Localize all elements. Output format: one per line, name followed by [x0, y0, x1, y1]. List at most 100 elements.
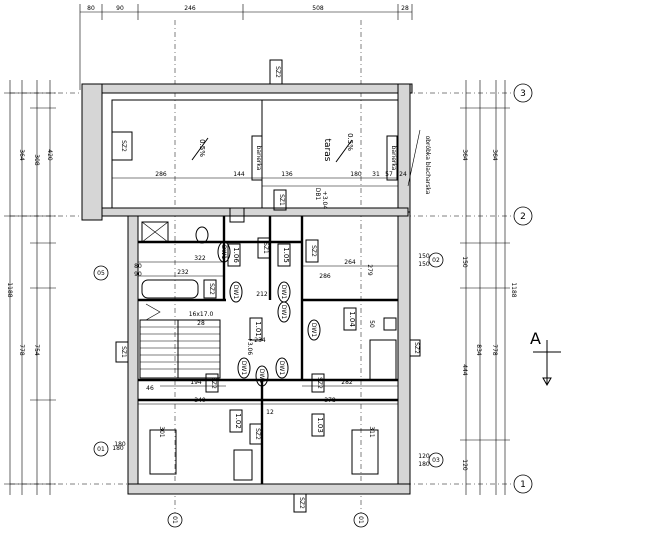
washbasin — [229, 207, 245, 223]
tag-sz2-c: SZ2 — [210, 377, 217, 389]
door-tag-8: DW1 — [258, 369, 265, 384]
room-101: 1.01 — [254, 321, 262, 337]
terrace-dim-136: 136 — [281, 171, 293, 178]
door-tag-2: DW1 — [280, 285, 287, 300]
opening-sizes: 150 150 180 120 180 — [112, 253, 430, 468]
stairs-arrow — [145, 303, 161, 321]
sz2-tag-box-top — [269, 59, 283, 85]
axis-05-label: 05 — [97, 270, 105, 277]
left-dim-total: 1188 — [6, 282, 13, 297]
terrace-dim-180: 180 — [350, 171, 362, 178]
top-dim-4: 508 — [312, 5, 324, 12]
opening-150b: 150 — [418, 261, 430, 268]
dim-80: 80 — [134, 263, 142, 270]
terrace-dim-286: 286 — [155, 171, 167, 178]
interior-dimensions: 322 232 264 279 286 340 378 194 282 234 … — [114, 255, 398, 448]
axis-2-label: 2 — [520, 212, 526, 222]
level-mark: +3.06 — [246, 337, 253, 356]
room-labels: 1.06 1.05 1.01 1.04 1.02 1.03 — [227, 243, 357, 437]
desk-left — [233, 449, 253, 481]
opening-180a: 180 — [112, 445, 124, 452]
axis-03-label: 03 — [432, 457, 440, 464]
right-dim-120: 120 — [461, 459, 468, 471]
terrace-dim-31: 31 — [372, 171, 380, 178]
dim-232: 232 — [177, 269, 189, 276]
door-tag-1: DW1 — [232, 285, 239, 300]
section-marker: A — [530, 329, 561, 387]
wall-type-tags: SZ1 SZ1 SZ2 SZ2 SZ1 SZ2 SZ2 SZ2 SZ2 SZ2 — [115, 189, 421, 513]
dim-46: 46 — [146, 385, 154, 392]
left-dim-420: 420 — [46, 149, 53, 161]
railing-left — [251, 135, 263, 181]
railing-left-label: barierka — [255, 146, 262, 171]
terrace-floor-slab — [101, 207, 409, 217]
terrace-label: taras — [322, 139, 332, 162]
right-dim-150: 150 — [461, 256, 468, 268]
staircase: 16x17.0 28 — [139, 303, 221, 379]
stairs-sub: 28 — [197, 320, 205, 327]
dim-378: 378 — [324, 397, 336, 404]
db1-label: DB1 — [314, 188, 321, 201]
top-wall — [81, 83, 413, 94]
tag-sz2-b: SZ2 — [208, 283, 215, 295]
east-wall — [397, 211, 411, 495]
top-dimension-chain: 80 90 246 508 28 — [79, 4, 413, 90]
dim-282: 282 — [341, 379, 353, 386]
dim-234: 234 — [254, 337, 266, 344]
dim-340: 340 — [194, 397, 206, 404]
top-dim-3: 246 — [184, 5, 196, 12]
axis-01-bottom-a-marker — [167, 512, 183, 528]
sz2-tag-top: SZ2 — [274, 66, 281, 78]
tag-sz2-d: SZ2 — [316, 377, 323, 389]
door-tag-4: DW1 — [310, 323, 317, 338]
dim-212: 212 — [256, 291, 268, 298]
left-dim-364: 364 — [18, 149, 25, 161]
tag-sz2-f: SZ2 — [413, 342, 420, 354]
dim-180: 180 — [114, 441, 126, 448]
right-dim-364b: 364 — [491, 149, 498, 161]
terrace-level: +3.04 — [321, 191, 328, 210]
left-dimension-chains: 1188 364 778 308 754 420 — [4, 80, 56, 495]
sz2-tag-terrace: SZ2 — [120, 140, 127, 152]
axis-03-marker — [428, 452, 444, 468]
terrace-left-wall — [81, 83, 103, 221]
axis-02-marker — [428, 252, 444, 268]
axis-2-marker — [513, 206, 533, 226]
axis-05-marker — [93, 265, 109, 281]
door-tag-7: DW1 — [220, 245, 227, 260]
right-dim-834: 834 — [475, 344, 482, 356]
right-dimension-chains: 364 834 1188 150 444 120 364 778 — [460, 80, 517, 495]
tag-sz2-a: SZ1 — [262, 242, 269, 254]
tag-sz2-g: SZ2 — [298, 497, 305, 509]
railing-right — [386, 135, 398, 181]
right-dim-364: 364 — [461, 149, 468, 161]
chimney — [383, 317, 397, 331]
terrace-left-slope: 0.5% — [198, 139, 206, 157]
right-dim-1188: 1188 — [510, 282, 517, 297]
axis-1-marker — [513, 474, 533, 494]
tag-sz1-b: SZ2 — [310, 245, 317, 257]
room-102: 1.02 — [234, 413, 242, 429]
left-dim-754: 754 — [33, 344, 40, 356]
dim-50: 50 — [368, 320, 375, 328]
dim-279: 279 — [366, 264, 373, 276]
tag-sz2-e: SZ2 — [254, 428, 261, 440]
opening-120a: 120 — [418, 453, 430, 460]
right-dim-444: 444 — [461, 364, 468, 376]
dim-311: 311 — [368, 426, 375, 438]
room-106: 1.06 — [232, 247, 240, 263]
opening-180b: 180 — [418, 461, 430, 468]
flashing-label: obróbka blacharska — [424, 136, 431, 195]
dim-12: 12 — [266, 409, 274, 416]
room-105: 1.05 — [282, 247, 290, 263]
dim-322: 322 — [194, 255, 206, 262]
dim-264: 264 — [344, 259, 356, 266]
bed-right — [351, 429, 379, 475]
axis-01-left-marker — [93, 441, 109, 457]
dim-301: 301 — [158, 426, 165, 438]
door-tag-5: DW1 — [240, 361, 247, 376]
tag-sz1-c: SZ1 — [120, 346, 127, 358]
left-dim-778: 778 — [18, 344, 25, 356]
bathroom-fixtures — [141, 207, 245, 299]
